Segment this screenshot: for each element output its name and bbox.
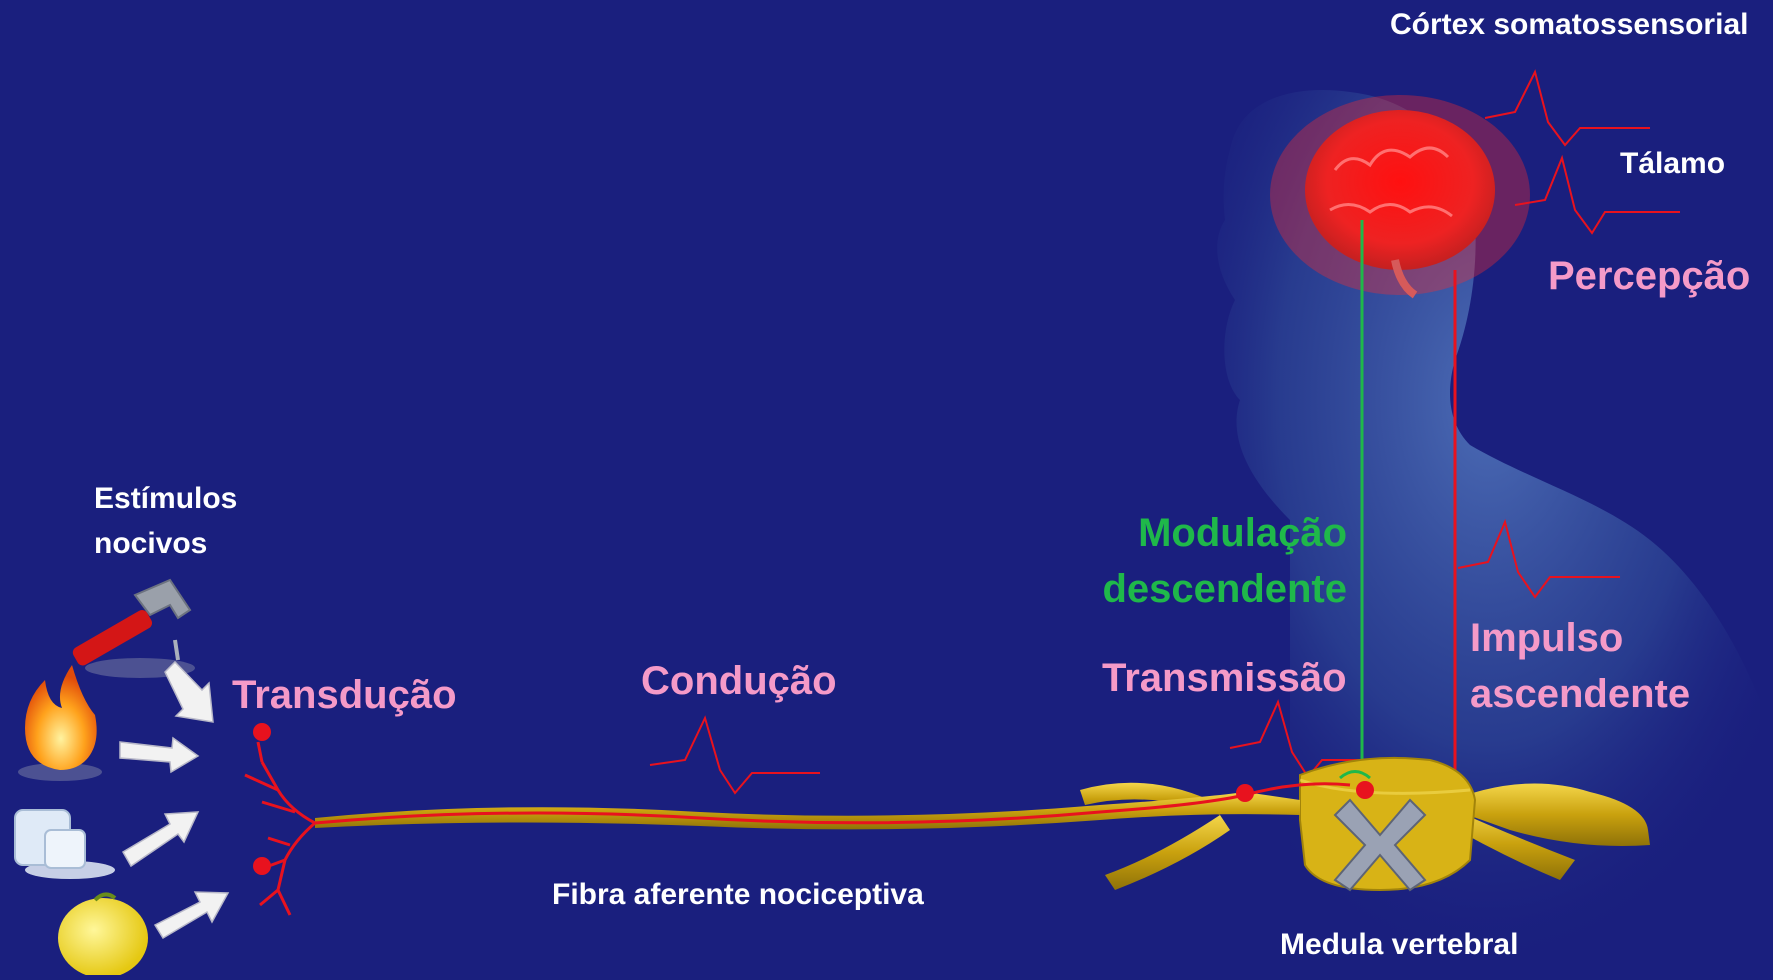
arrow-icon xyxy=(123,812,198,866)
stimuli-label: Estímulos nocivos xyxy=(94,482,237,561)
conduction-label: Condução xyxy=(641,658,837,704)
arrow-icon xyxy=(120,738,198,772)
transduction-label: Transdução xyxy=(232,672,457,718)
spike-conduction xyxy=(650,718,820,793)
spinal-cord-label: Medula vertebral xyxy=(1280,928,1518,963)
receptor-dot xyxy=(253,723,271,741)
arrow-icon xyxy=(155,892,228,938)
afferent-fiber-label: Fibra aferente nociceptiva xyxy=(552,878,924,913)
thalamus-label: Tálamo xyxy=(1620,147,1725,182)
ascending-impulse-label-line1: Impulso xyxy=(1470,615,1690,661)
cortex-label: Córtex somatossensorial xyxy=(1390,8,1748,43)
ice-icon xyxy=(15,810,115,879)
flame-icon xyxy=(18,665,102,781)
stimuli-label-line1: Estímulos xyxy=(94,482,237,517)
perception-label: Percepção xyxy=(1548,253,1750,299)
modulation-label-line2: descendente xyxy=(1092,566,1347,612)
stimuli-label-line2: nocivos xyxy=(94,527,237,562)
spike-cortex xyxy=(1485,72,1650,145)
modulation-label-line1: Modulação xyxy=(1092,510,1347,556)
receptor-dot xyxy=(253,857,271,875)
transmission-label: Transmissão xyxy=(1102,655,1347,701)
nerve-ending-branches xyxy=(245,742,315,915)
ascending-impulse-label-line2: ascendente xyxy=(1470,671,1690,717)
ascending-impulse-label: Impulso ascendente xyxy=(1470,615,1690,717)
lemon-icon xyxy=(58,894,148,975)
modulation-label: Modulação descendente xyxy=(1092,510,1347,612)
brain-icon xyxy=(1270,95,1530,295)
